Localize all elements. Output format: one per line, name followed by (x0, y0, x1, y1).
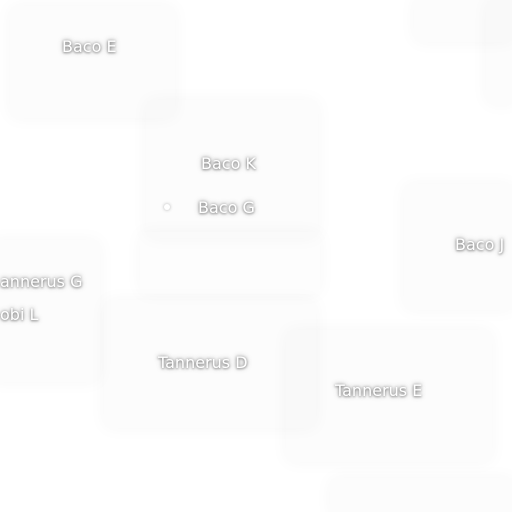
place-label-baco-e[interactable]: Baco E (62, 37, 117, 56)
place-label-tannerus-g[interactable]: annerus G (0, 272, 83, 291)
place-label-tannerus-e[interactable]: Tannerus E (335, 381, 423, 400)
place-marker-baco-g[interactable] (164, 204, 170, 210)
place-label-baco-k[interactable]: Baco K (201, 154, 256, 173)
place-label-obi-l[interactable]: obi L (0, 305, 39, 324)
map-tile (140, 232, 320, 294)
place-label-baco-j[interactable]: Baco J (455, 235, 505, 254)
place-label-tannerus-d[interactable]: Tannerus D (158, 353, 248, 372)
map-tile (330, 478, 512, 512)
map-tile (486, 0, 512, 104)
place-label-baco-g[interactable]: Baco G (198, 198, 255, 217)
